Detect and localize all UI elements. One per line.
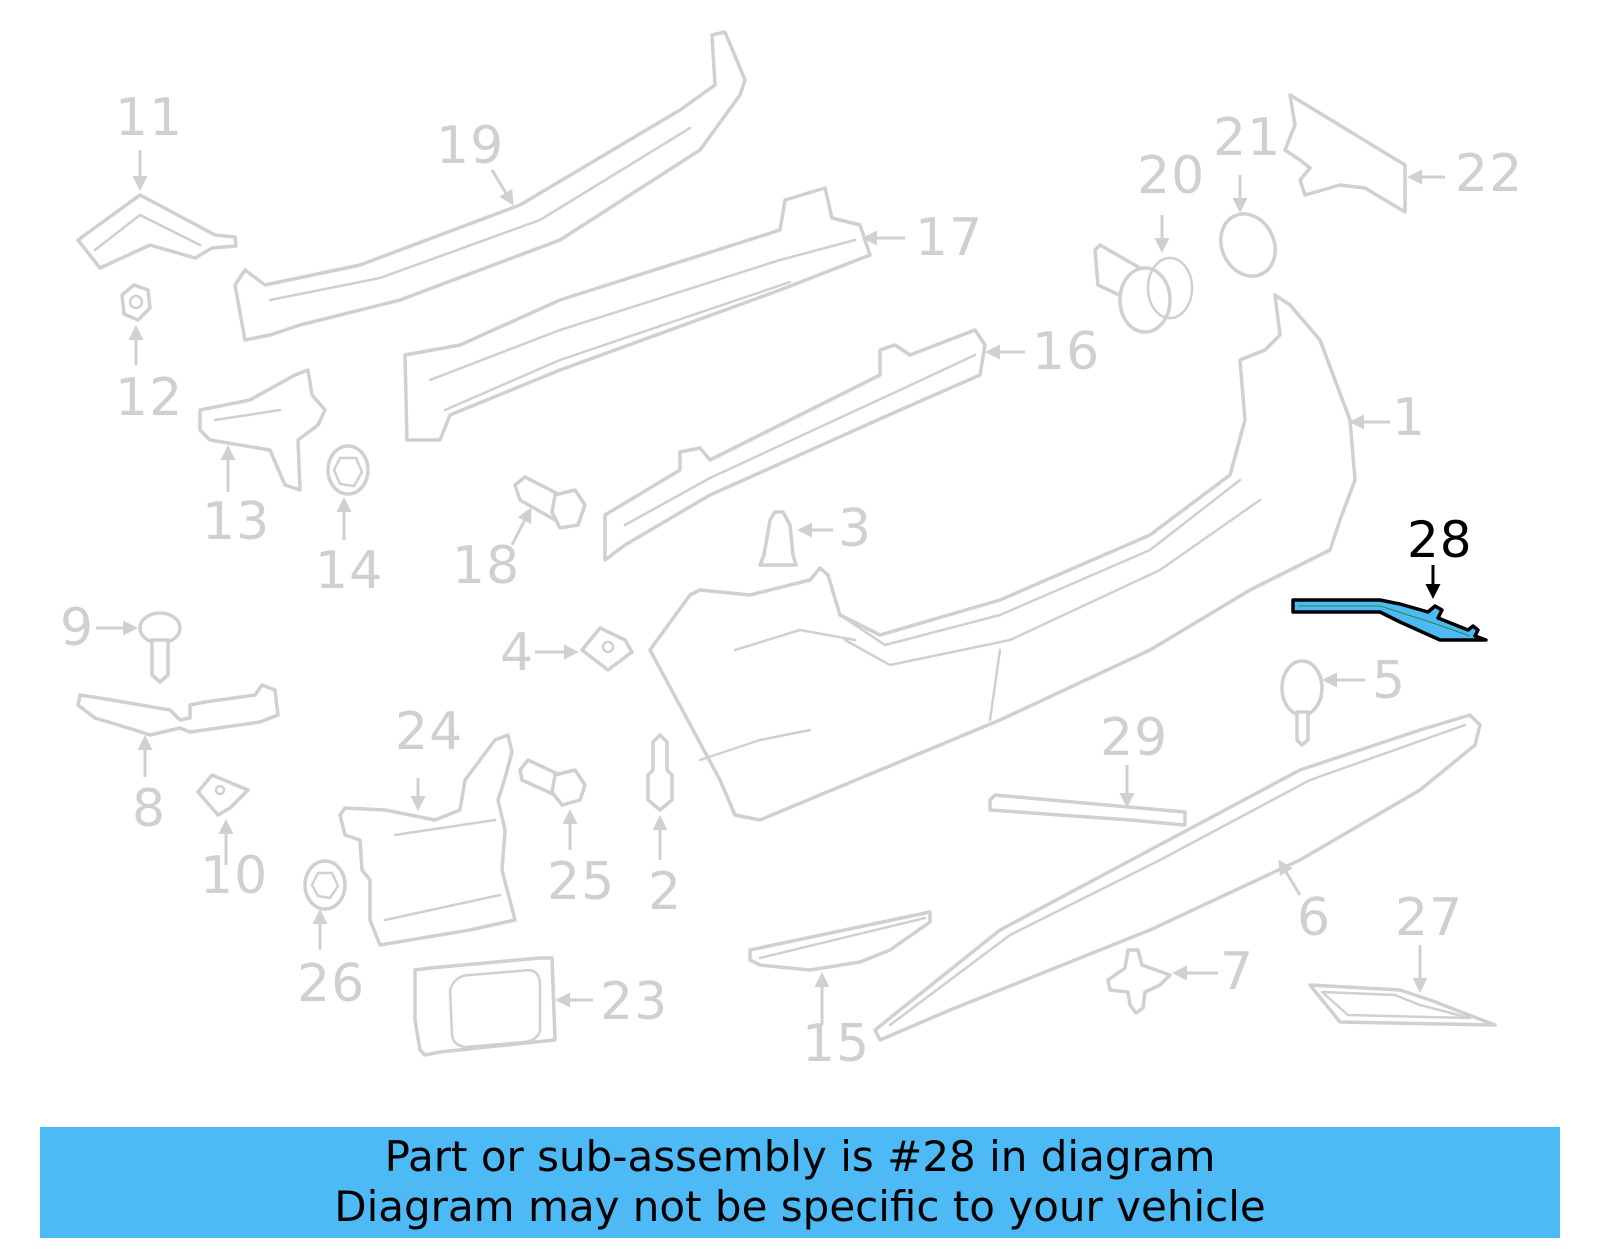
- part-18: [510, 475, 587, 546]
- callout-5: 5: [1372, 651, 1407, 711]
- callout-23: 23: [600, 972, 669, 1032]
- callout-10: 10: [200, 846, 269, 906]
- callout-9: 9: [60, 598, 95, 658]
- callout-17: 17: [915, 208, 984, 268]
- callout-7: 7: [1220, 942, 1255, 1002]
- part-19: [233, 30, 747, 342]
- callout-28[interactable]: 28: [1407, 511, 1473, 569]
- callout-14: 14: [315, 541, 384, 601]
- callout-27: 27: [1395, 888, 1464, 948]
- part-23: [413, 956, 593, 1057]
- callout-4: 4: [500, 623, 535, 683]
- callout-24: 24: [395, 702, 464, 762]
- part-24: [338, 733, 517, 947]
- callout-22: 22: [1455, 144, 1524, 204]
- part-5: [1280, 659, 1365, 747]
- part-27: [1308, 945, 1497, 1027]
- banner-disclaimer: Diagram may not be specific to your vehi…: [334, 1182, 1266, 1231]
- part-15: [748, 910, 932, 1025]
- callout-12: 12: [115, 368, 184, 428]
- part-21: [1219, 175, 1277, 278]
- callout-15: 15: [802, 1014, 871, 1074]
- callout-2: 2: [648, 862, 683, 922]
- callout-20: 20: [1137, 146, 1206, 206]
- part-17: [403, 186, 905, 442]
- callout-19: 19: [436, 116, 505, 176]
- callout-29: 29: [1100, 708, 1169, 768]
- callout-8: 8: [132, 779, 167, 839]
- part-16: [603, 328, 1025, 562]
- part-7: [1106, 948, 1218, 1015]
- part-10: [196, 773, 250, 865]
- callout-16: 16: [1032, 322, 1101, 382]
- part-9: [96, 611, 182, 684]
- part-22: [1283, 93, 1445, 214]
- part-28-highlighted[interactable]: [1291, 565, 1488, 642]
- part-29: [988, 765, 1187, 827]
- part-4: [535, 626, 634, 672]
- part-20: [1093, 215, 1194, 334]
- callout-13: 13: [202, 492, 271, 552]
- callout-21: 21: [1213, 108, 1282, 168]
- part-25: [518, 758, 587, 850]
- part-6: [873, 713, 1482, 1042]
- part-11: [76, 150, 238, 270]
- part-26: [303, 859, 347, 950]
- callout-18: 18: [452, 536, 521, 596]
- parts-diagram: [76, 30, 1497, 1057]
- part-1: [648, 293, 1390, 822]
- part-12: [120, 283, 152, 365]
- callout-6: 6: [1297, 888, 1332, 948]
- info-banner: Part or sub-assembly is #28 in diagram D…: [40, 1127, 1560, 1238]
- banner-part-note: Part or sub-assembly is #28 in diagram: [384, 1132, 1216, 1181]
- part-14: [326, 444, 370, 540]
- callout-11: 11: [115, 88, 184, 148]
- callout-3: 3: [838, 499, 873, 559]
- part-8: [76, 683, 280, 777]
- part-3: [758, 510, 833, 567]
- part-13: [198, 368, 327, 492]
- callout-1: 1: [1392, 388, 1427, 448]
- callout-25: 25: [547, 852, 616, 912]
- part-2: [646, 733, 674, 860]
- callout-26: 26: [297, 954, 366, 1014]
